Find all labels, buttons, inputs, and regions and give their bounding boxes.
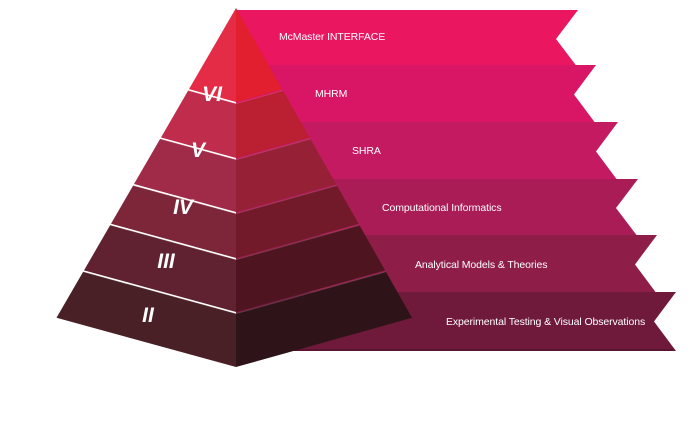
banner-6 xyxy=(236,10,578,68)
banner-label-group: McMaster INTERFACE MHRM SHRA Computation… xyxy=(279,31,645,328)
numeral-2: II xyxy=(142,304,155,327)
tier-left-face-3 xyxy=(111,185,236,258)
numeral-5: V xyxy=(191,139,207,162)
tier-ledge-1 xyxy=(83,271,387,315)
numeral-3: III xyxy=(157,250,176,273)
numeral-1: I xyxy=(128,360,135,383)
banner-5 xyxy=(236,65,596,124)
tier-right-face-5 xyxy=(236,90,310,158)
banner-4 xyxy=(236,122,618,181)
numeral-group: VI V IV III II I xyxy=(128,83,223,383)
tier-right-face-3 xyxy=(236,185,359,258)
banner-label-4: SHRA xyxy=(352,145,381,157)
banner-label-2: Analytical Models & Theories xyxy=(415,259,547,271)
tier-left-face-1 xyxy=(56,271,236,367)
banner-label-6: McMaster INTERFACE xyxy=(279,31,385,43)
tier-left-face-5 xyxy=(161,90,236,158)
pyramid xyxy=(56,8,413,367)
banner-label-1: Experimental Testing & Visual Observatio… xyxy=(446,316,645,328)
banner-label-3: Computational Informatics xyxy=(382,202,501,214)
tier-left-face-4 xyxy=(134,138,236,212)
tier-right-face-4 xyxy=(236,138,337,212)
tier-right-face-1 xyxy=(236,271,413,367)
tier-ledge-5 xyxy=(188,89,284,105)
tier-ledge-2 xyxy=(110,224,360,261)
numeral-4: IV xyxy=(173,196,195,219)
numeral-6: VI xyxy=(202,83,223,106)
tier-right-face-2 xyxy=(236,225,386,312)
tier-left-face-6 xyxy=(189,8,236,102)
tier-ledge-3 xyxy=(133,184,338,215)
banner-label-5: MHRM xyxy=(315,88,347,100)
tier-right-face-6 xyxy=(236,8,283,102)
tier-left-face-2 xyxy=(84,225,236,312)
tier-ledge-4 xyxy=(160,138,311,161)
